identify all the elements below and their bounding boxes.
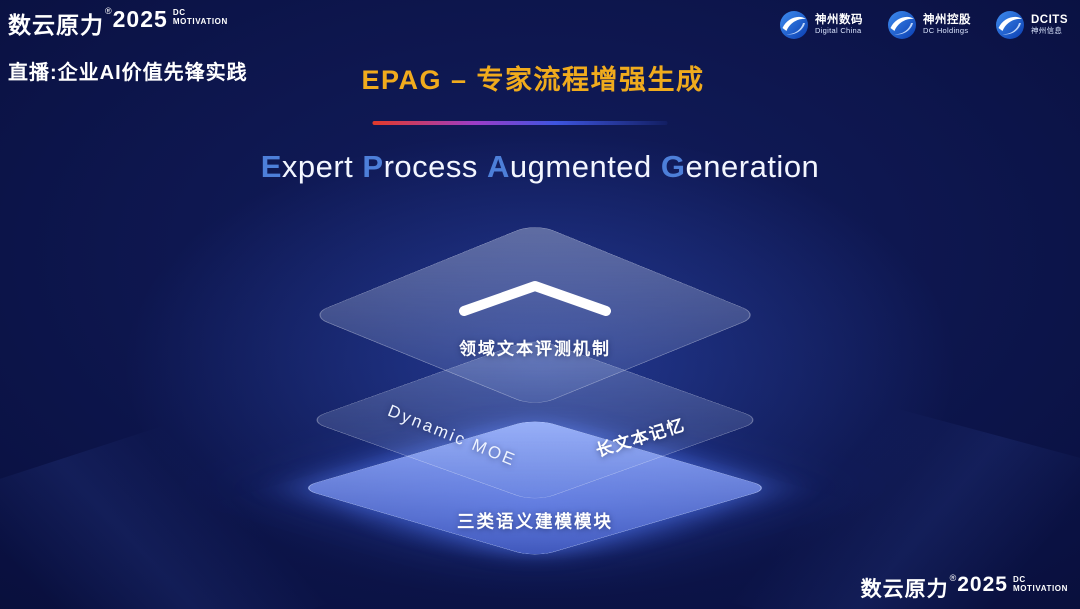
partner-logo-name: 神州数码 <box>815 14 863 27</box>
headline-segment: xpert <box>281 149 363 184</box>
partner-logo-dc-holdings: 神州控股 DC Holdings <box>887 10 971 40</box>
partner-logo-name: DCITS <box>1031 14 1068 27</box>
headline-segment: E <box>260 149 282 184</box>
brand-year: 2025 <box>957 573 1008 596</box>
brand-tagline-line1: DC <box>172 8 186 17</box>
partner-logos: 神州数码 Digital China 神州控股 DC Holdings DC <box>779 10 1068 40</box>
top-layer-label: 领域文本评测机制 <box>459 339 611 359</box>
headline: Expert Process Augmented Generation <box>0 149 1080 185</box>
brand-tagline-line1: DC <box>1012 575 1026 584</box>
partner-logo-dcits: DCITS 神州信息 <box>995 10 1068 40</box>
title-underline <box>372 121 668 125</box>
brand-reg-mark: ® <box>105 6 112 16</box>
bottom-layer-label: 三类语义建模模块 <box>457 511 613 532</box>
brand-tagline: DC MOTIVATION <box>1012 575 1068 594</box>
partner-logo-subtitle: DC Holdings <box>923 26 969 36</box>
headline-segment: P <box>362 149 384 184</box>
brand-tagline-line2: MOTIVATION <box>1012 583 1068 593</box>
headline-segment: rocess <box>383 149 488 184</box>
brand-tagline: DC MOTIVATION <box>172 8 228 27</box>
headline-segment: eneration <box>685 149 820 184</box>
partner-logo-subtitle: Digital China <box>815 26 862 36</box>
partner-logo-name: 神州控股 <box>923 14 971 27</box>
swirl-globe-icon <box>996 11 1024 39</box>
brand-name: 数云原力 <box>8 12 104 38</box>
brand-reg-mark: ® <box>949 573 957 583</box>
partner-logo-subtitle: 神州信息 <box>1031 26 1063 36</box>
brand-name: 数云原力 <box>860 578 949 601</box>
live-label: 直播:企业AI价值先锋实践 <box>8 62 248 84</box>
brand-year: 2025 <box>112 6 168 32</box>
brand-tagline-line2: MOTIVATION <box>172 16 228 26</box>
headline-segment: ugmented <box>509 149 661 184</box>
partner-logo-digital-china: 神州数码 Digital China <box>779 10 863 40</box>
brand-logo: 数云原力®2025 DC MOTIVATION <box>8 6 228 40</box>
chevron-up-icon <box>455 276 615 320</box>
swirl-globe-icon <box>780 11 808 39</box>
slide-title: EPAG – 专家流程增强生成 <box>361 65 705 95</box>
footer-brand-logo: 数云原力®2025 DC MOTIVATION <box>861 573 1068 603</box>
swirl-globe-icon <box>888 11 916 39</box>
headline-segment: A <box>487 149 510 184</box>
headline-segment: G <box>660 149 686 184</box>
